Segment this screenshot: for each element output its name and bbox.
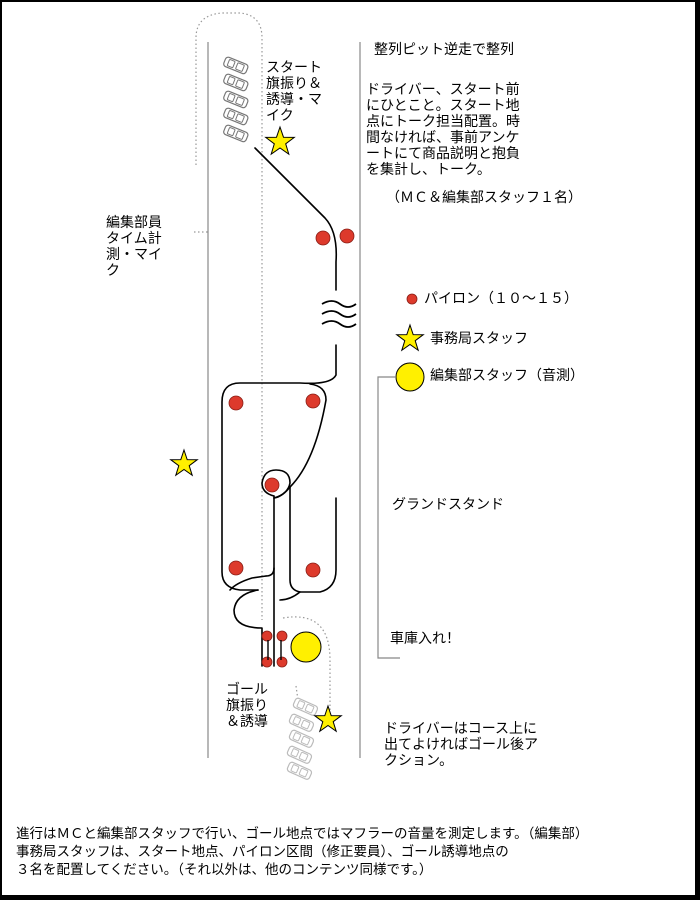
driver-note-line: ドライバー、スタート前 — [366, 82, 520, 98]
editor-timing-line: 編集部員 — [106, 215, 162, 231]
pylon — [276, 656, 288, 668]
pylon — [261, 656, 273, 668]
start-flag-line: スタート — [266, 60, 322, 76]
goal-staff-star-icon — [313, 704, 343, 733]
pylon — [261, 630, 273, 642]
driver-note: ドライバー、スタート前 にひとこと。スタート地 点にトーク担当配置。時 間なけれ… — [366, 82, 520, 178]
pylon — [339, 228, 355, 244]
pylon — [228, 395, 244, 411]
pit-boundary-lines — [207, 42, 361, 758]
frame-bottom — [0, 895, 700, 900]
start-cars — [222, 55, 250, 144]
pylon — [228, 560, 244, 576]
goal-flag-line: ＆誘導 — [226, 714, 268, 730]
driver-note-line: ートにて商品説明と抱負 — [366, 146, 520, 162]
start-flag-line: イク — [266, 108, 294, 124]
pit-reverse-label: 整列ピット逆走で整列 — [374, 42, 514, 58]
mc-staff-label: （ＭＣ＆編集部スタッフ１名） — [386, 190, 582, 206]
editor-timing-line: タイム計 — [106, 231, 162, 247]
goal-gate-lines — [267, 640, 282, 660]
pylon — [305, 393, 321, 409]
footer-note: 進行はＭＣと編集部スタッフで行い、ゴール地点ではマフラーの音量を測定します。（編… — [16, 825, 588, 879]
goal-flag-line: 旗振り — [226, 698, 268, 714]
editor-timing-line: 測・マイ — [106, 247, 162, 263]
driver-action-line: ドライバーはコース上に — [384, 721, 538, 737]
footer-line: 事務局スタッフは、スタート地点、パイロン区間（修正要員）、ゴール誘導地点の — [16, 844, 509, 860]
frame-right — [695, 0, 700, 900]
frame-top — [0, 0, 700, 2]
dotted-guide-lines — [194, 12, 331, 712]
break-mark — [321, 300, 357, 328]
frame-left — [0, 0, 2, 900]
legend-pylon-icon — [406, 293, 418, 305]
start-flag-line: 誘導・マ — [266, 92, 322, 108]
start-staff-star-icon — [264, 125, 296, 156]
pylon — [315, 230, 331, 246]
driver-action-note: ドライバーはコース上に 出てよければゴール後ア クション。 — [384, 721, 538, 769]
driver-note-line: を集計し、トーク。 — [366, 162, 491, 178]
footer-line: 進行はＭＣと編集部スタッフで行い、ゴール地点ではマフラーの音量を測定します。（編… — [16, 826, 589, 842]
course-path — [221, 147, 338, 667]
goal-flag-line: ゴール — [226, 682, 268, 698]
pylon — [276, 630, 288, 642]
editor-timing-line: ク — [106, 263, 120, 279]
pylon — [264, 477, 280, 493]
driver-note-line: にひとこと。スタート地 — [366, 98, 520, 114]
driver-note-line: 点にトーク担当配置。時 — [366, 114, 520, 130]
grandstand-label: グランドスタンド — [392, 497, 504, 513]
legend-editor-circle-icon — [395, 362, 425, 392]
legend-editor-staff-label: 編集部スタッフ（音測） — [430, 368, 584, 384]
driver-action-line: クション。 — [384, 753, 454, 769]
editor-circles — [290, 362, 425, 663]
sound-measure-staff-circle-icon — [290, 631, 322, 663]
garage-label: 車庫入れ！ — [390, 631, 460, 647]
pylons — [228, 228, 418, 668]
stars — [169, 125, 425, 733]
goal-flag-label: ゴール 旗振り ＆誘導 — [226, 682, 268, 730]
driver-note-line: 間なければ、事前アンケ — [366, 130, 520, 146]
footer-line: ３名を配置してください。（それ以外は、他のコンテンツ同様です。） — [16, 862, 433, 878]
legend-office-staff-label: 事務局スタッフ — [430, 331, 528, 347]
gray-bracket-lines — [377, 376, 400, 659]
editor-timing-label: 編集部員 タイム計 測・マイ ク — [106, 215, 162, 279]
start-flag-line: 旗振り＆ — [266, 76, 322, 92]
pylon — [305, 562, 321, 578]
legend-pylon-label: パイロン（１０～１５） — [424, 291, 578, 307]
legend-office-star-icon — [395, 323, 425, 352]
start-flag-label: スタート 旗振り＆ 誘導・マ イク — [266, 60, 322, 124]
goal-cars — [285, 696, 320, 781]
driver-action-line: 出てよければゴール後ア — [384, 737, 538, 753]
pylon-staff-star-icon — [169, 448, 199, 477]
